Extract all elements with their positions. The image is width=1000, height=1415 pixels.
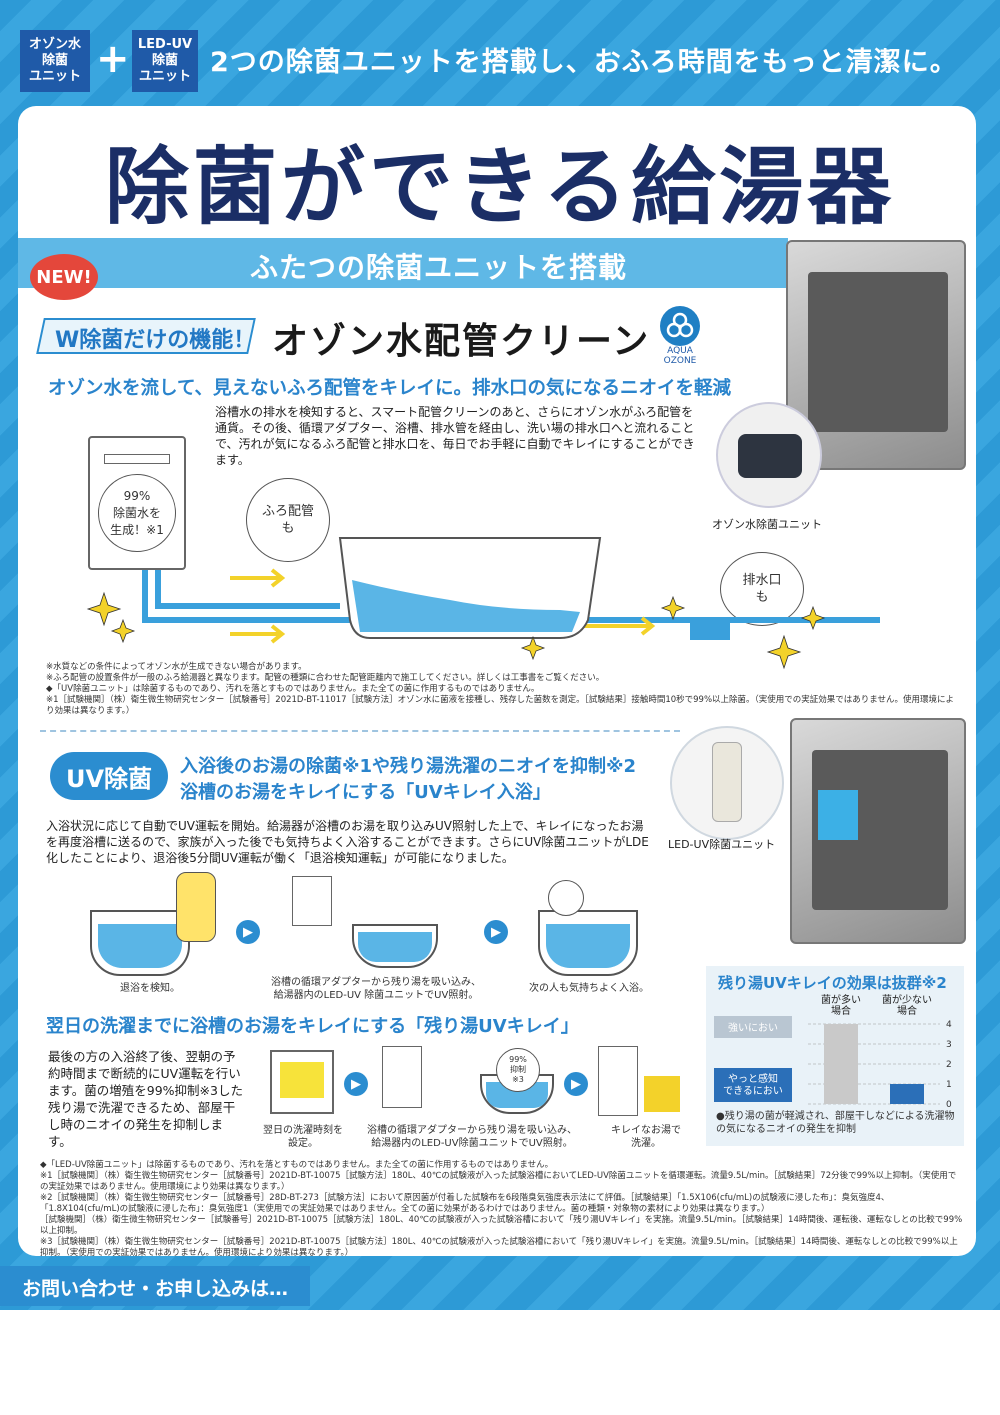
heater-small-icon (292, 876, 332, 926)
aqua-ozone-logo-icon (660, 306, 700, 346)
remote-screen (280, 1062, 324, 1098)
tub-step1 (90, 910, 190, 976)
footnote: ◆「LED-UV除菌ユニット」は除菌するものであり、汚れを落とすものではありませ… (40, 1160, 554, 1170)
w-tag-label: W除菌だけの機能！ (55, 328, 256, 353)
tub-step2 (352, 924, 438, 968)
weak-odor-label: できるにおい (723, 1085, 783, 1097)
led-uv-unit-badge: LED-UV 除菌 ユニット (132, 30, 198, 92)
uv-headline-1: 入浴後のお湯の除菌※1や残り湯洗濯のニオイを抑制※2 (180, 756, 637, 777)
uv-unit-caption: LED-UV除菌ユニット (668, 838, 776, 851)
pipe-bubble: ふろ配管 も (246, 478, 330, 562)
uv-headline-3: 翌日の洗濯までに浴槽のお湯をキレイにする「残り湯UVキレイ」 (46, 1016, 579, 1037)
ozone-note: ※1［試験機関］（株）衛生微生物研究センター［試験番号］2021D-BT-110… (46, 695, 955, 716)
footer-text[interactable]: お問い合わせ・お申し込みは… (22, 1278, 289, 1300)
logo-circles-icon (666, 312, 694, 338)
step3-caption: 次の人も気持ちよく入浴。 (529, 983, 649, 994)
chart-note: ●残り湯の菌が軽減され、部屋干しなどによる洗濯物の気になるニオイの発生を抑制 (716, 1111, 955, 1135)
aqua-ozone-logo-text: AQUA OZONE (663, 346, 697, 366)
footer-bar (0, 1266, 310, 1306)
category-label: 菌が多い (821, 994, 861, 1006)
y-tick-label: 2 (946, 1060, 952, 1070)
arrow-icon: ▶ (564, 1072, 588, 1096)
subheading-text: ふたつの除菌ユニットを搭載 (250, 251, 628, 284)
y-tick-label: 4 (946, 1020, 952, 1030)
drain-bubble: 排水口 も (720, 552, 804, 626)
arrow-icon: ▶ (484, 920, 508, 944)
ozone-unit-image (716, 402, 822, 508)
ozone-notes: ※水質などの条件によってオゾン水が生成できない場合があります。 ※ふろ配管の設置… (46, 662, 956, 717)
ozone-note: ◆「UV除菌ユニット」は除菌するものであり、汚れを落とすものではありません。また… (46, 684, 540, 694)
arrow-icon: ▶ (344, 1072, 368, 1096)
tub-step3 (538, 910, 638, 976)
weak-odor-label-bg (714, 1068, 792, 1102)
heater-display (104, 454, 170, 464)
sparkle-icons (86, 591, 826, 670)
footnote: ※3［試験機関］（株）衛生微生物研究センター［試験番号］2021D-BT-100… (40, 1237, 958, 1258)
ozone-feature-title: オゾン水配管クリーン (272, 321, 651, 362)
ozone-flow-diagram (86, 537, 880, 670)
new-badge: NEW! (30, 254, 98, 300)
y-tick-label: 1 (946, 1080, 952, 1090)
uv-unit-shape (712, 742, 742, 822)
remote-icon (270, 1050, 334, 1114)
arrow-icon: ▶ (236, 920, 260, 944)
ozone-note: ※ふろ配管の設置条件が一般のふろ給湯器と異なります。配管の種類に合わせた配管距離… (46, 673, 605, 683)
ozone-unit-shape (738, 434, 802, 478)
bathtub (338, 537, 602, 639)
washing-machine-icon (598, 1046, 638, 1116)
step4-caption: 翌日の洗濯時刻を 設定。 (263, 1125, 343, 1149)
uv-body-2: 最後の方の入浴終了後、翌朝の予約時間まで断続的にUV運転を行います。菌の増殖を9… (48, 1049, 243, 1149)
uv-pill: UV除菌 (50, 752, 168, 800)
plus-sign: + (96, 36, 130, 82)
section-divider (40, 730, 680, 732)
strong-odor-label-bg (714, 1016, 792, 1038)
footnote: ［試験機関］（株）衛生微生物研究センター［試験番号］2021D-BT-10075… (40, 1215, 963, 1236)
ozone-note: ※水質などの条件によってオゾン水が生成できない場合があります。 (46, 662, 307, 672)
water-heater-image-uv (790, 718, 966, 944)
heater-small-icon (382, 1046, 422, 1108)
page-title: 除菌ができる給湯器 (104, 138, 896, 236)
pipe-lines (142, 570, 880, 623)
category-label: 場合 (897, 1004, 917, 1017)
footnote: ※1［試験機関］（株）衛生微生物研究センター［試験番号］2021D-BT-100… (40, 1171, 957, 1192)
strong-odor-label: 強いにおい (728, 1021, 778, 1034)
bar (824, 1024, 858, 1104)
footnote: ※2［試験機関］（株）衛生微生物研究センター［試験番号］28D-BT-273［試… (40, 1193, 890, 1214)
heater-illustration: 99% 除菌水を 生成！※1 (88, 436, 186, 570)
ozone-headline: オゾン水を流して、見えないふろ配管をキレイに。排水口の気になるニオイを軽減 (48, 378, 732, 399)
step5-caption: 浴槽の循環アダプターから残り湯を吸い込み、 給湯器内のLED-UV除菌ユニットで… (367, 1125, 577, 1149)
flow-arrows (230, 568, 656, 644)
step6-caption: キレイなお湯で 洗濯。 (611, 1125, 681, 1149)
uv-unit-image (670, 726, 784, 840)
y-tick-label: 3 (946, 1040, 952, 1050)
bar (890, 1084, 924, 1104)
step1-caption: 退浴を検知。 (120, 983, 180, 994)
tub-water (98, 924, 182, 968)
weak-odor-label: やっと感知 (728, 1072, 778, 1085)
category-label: 場合 (831, 1004, 851, 1017)
tub-water (358, 932, 432, 962)
uv-highlight (818, 790, 858, 840)
drain-box (690, 618, 730, 640)
uv-body: 入浴状況に応じて自動でUV運転を開始。給湯器が浴槽のお湯を取り込みUV照射した上… (46, 819, 649, 865)
uv-footnotes: ◆「LED-UV除菌ユニット」は除菌するものであり、汚れを落とすものではありませ… (40, 1160, 964, 1259)
step2-caption: 浴槽の循環アダプターから残り湯を吸い込み、 給湯器内のLED-UV 除菌ユニット… (271, 977, 481, 1001)
category-label: 菌が少ない (882, 994, 932, 1006)
uv-headline-2: 浴槽のお湯をキレイにする「UVキレイ入浴」 (180, 782, 551, 803)
header-tagline: 2つの除菌ユニットを搭載し、おふろ時間をもっと清潔に。 (210, 47, 958, 78)
tub-water (546, 924, 630, 968)
suppression-bubble: 99% 抑制 ※3 (496, 1048, 540, 1092)
person-leaving-icon (176, 872, 216, 942)
chart-title: 残り湯UVキレイの効果は抜群※2 (718, 974, 947, 992)
y-tick-label: 0 (946, 1100, 952, 1110)
ozone-body: 浴槽水の排水を検知すると、スマート配管クリーンのあと、さらにオゾン水がふろ配管を… (215, 405, 695, 467)
sterilized-water-bubble: 99% 除菌水を 生成！※1 (98, 474, 176, 552)
subheading-bar (18, 238, 788, 288)
clean-shirt-icon (644, 1076, 680, 1112)
ozone-unit-badge: オゾン水 除菌 ユニット (20, 30, 90, 92)
ozone-unit-caption: オゾン水除菌ユニット (712, 518, 822, 531)
person-bathing-icon (548, 880, 584, 916)
heater-internals (808, 272, 948, 432)
